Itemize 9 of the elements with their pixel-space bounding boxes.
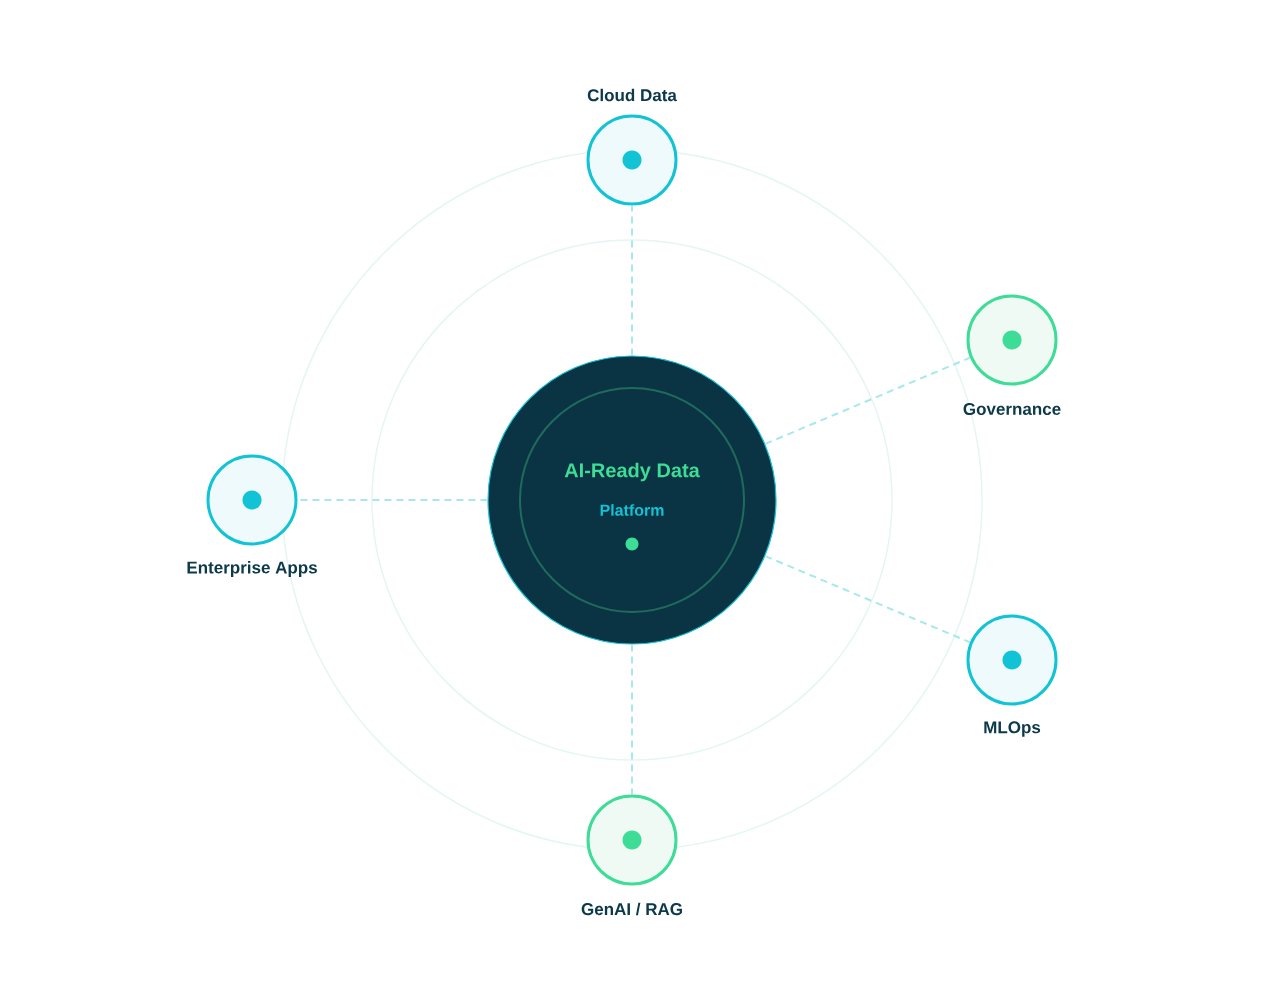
connector-line — [764, 356, 972, 445]
node-label: Enterprise Apps — [187, 561, 317, 577]
connector-line — [764, 555, 972, 644]
connector-line — [631, 204, 633, 357]
node-label: Governance — [963, 402, 1061, 416]
node-label: GenAI / RAG — [581, 902, 682, 916]
node-label: Cloud Data — [587, 88, 677, 102]
connector-line — [631, 643, 633, 796]
node-label: MLOps — [984, 721, 1041, 737]
